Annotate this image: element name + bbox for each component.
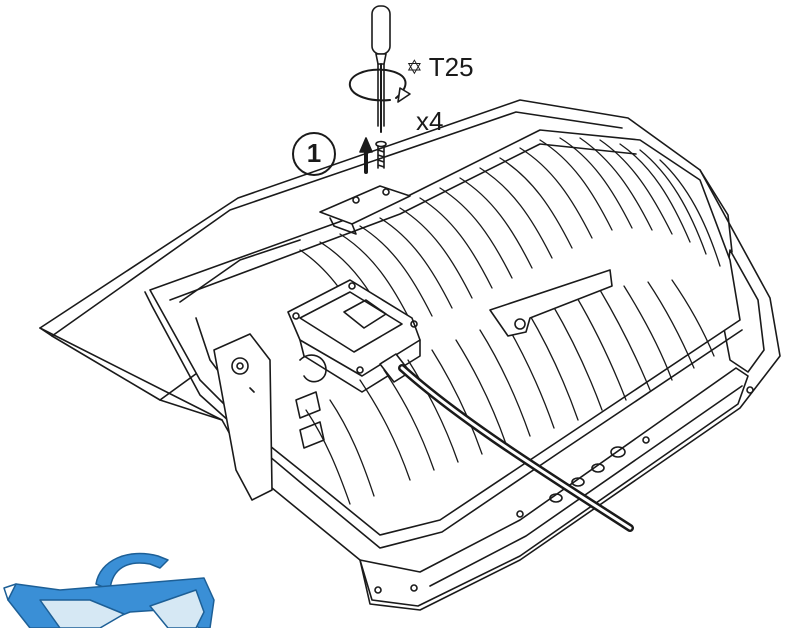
tilt-hinge (213, 333, 327, 501)
power-cable (379, 353, 634, 532)
junction-box (287, 279, 421, 393)
top-mounting-clip (319, 185, 411, 235)
strap-holes (374, 386, 754, 594)
carry-handle (489, 269, 613, 337)
rotate-arrow-icon (348, 68, 411, 103)
tool-bit-text: T25 (428, 52, 474, 82)
torx-star-icon: ✡ (406, 55, 423, 79)
cooling-fins (299, 137, 721, 505)
heatsink-housing (144, 129, 743, 549)
screwdriver-icon (371, 5, 391, 133)
step-number-badge: 1 (292, 132, 336, 176)
tool-bit-label: ✡T25 (406, 54, 474, 80)
up-arrow-icon (359, 137, 373, 174)
screw-quantity-label: x4 (416, 106, 444, 136)
screw-icon (375, 140, 387, 169)
safety-glasses-icon (3, 552, 215, 628)
